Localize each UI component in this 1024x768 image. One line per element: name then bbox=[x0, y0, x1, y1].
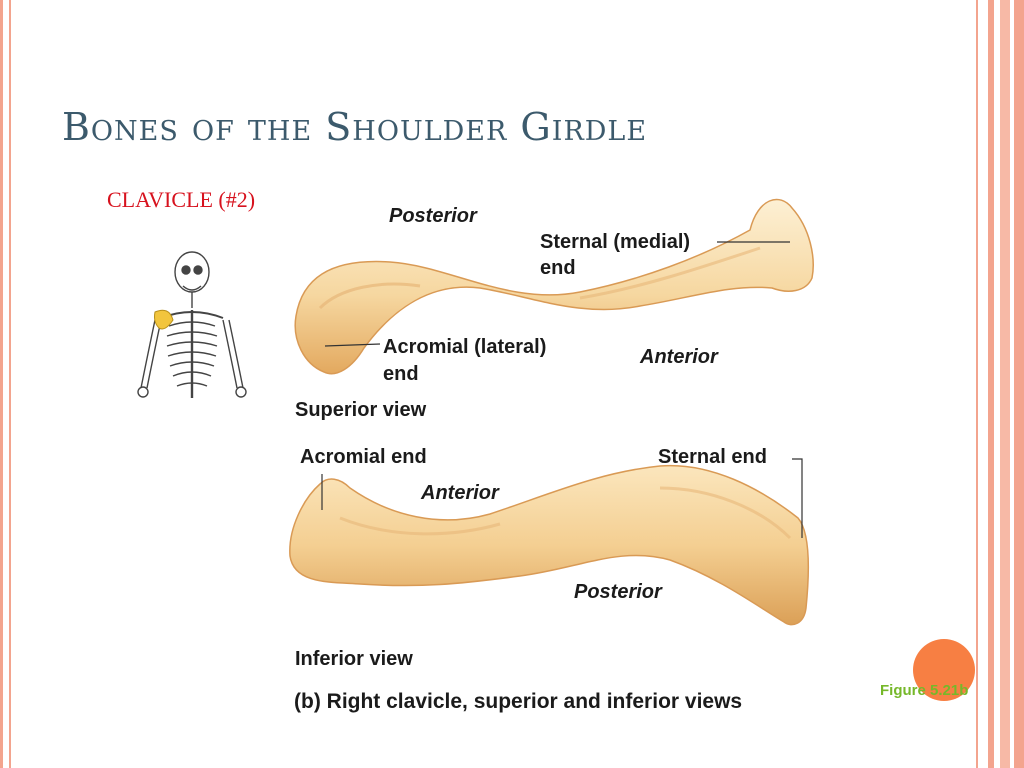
label-sternal-medial-end-line2: end bbox=[540, 257, 576, 279]
figure-caption: (b) Right clavicle, superior and inferio… bbox=[294, 690, 743, 713]
right-border-stripe bbox=[988, 0, 994, 768]
label-acromial-lateral-end: Acromial (lateral) bbox=[383, 336, 547, 358]
accent-circle bbox=[913, 639, 975, 701]
clavicle-inferior bbox=[289, 464, 810, 626]
right-border-stripe bbox=[1000, 0, 1010, 768]
caption-inferior-view: Inferior view bbox=[295, 648, 413, 670]
label-anterior-superior: Anterior bbox=[640, 346, 718, 368]
slide-subtitle: CLAVICLE (#2) bbox=[107, 187, 256, 212]
caption-superior-view: Superior view bbox=[295, 399, 427, 421]
label-acromial-end: Acromial end bbox=[300, 446, 427, 468]
label-anterior-inferior: Anterior bbox=[421, 482, 499, 504]
label-acromial-lateral-end-line2: end bbox=[383, 363, 419, 385]
label-sternal-end: Sternal end bbox=[658, 446, 767, 468]
label-posterior-superior: Posterior bbox=[389, 205, 477, 227]
right-border-stripe bbox=[1014, 0, 1024, 768]
skeleton-icon bbox=[137, 251, 247, 398]
left-border-inner-line bbox=[9, 0, 11, 768]
slide-title: Bones of the Shoulder Girdle bbox=[62, 105, 648, 149]
right-border-line bbox=[976, 0, 978, 768]
figure-reference: Figure 5.21b bbox=[880, 682, 969, 699]
clavicle-superior bbox=[294, 198, 814, 375]
label-sternal-medial-end: Sternal (medial) bbox=[540, 231, 691, 253]
left-border-line bbox=[0, 0, 3, 768]
label-posterior-inferior: Posterior bbox=[574, 581, 662, 603]
clavicle-illustration bbox=[289, 198, 814, 626]
